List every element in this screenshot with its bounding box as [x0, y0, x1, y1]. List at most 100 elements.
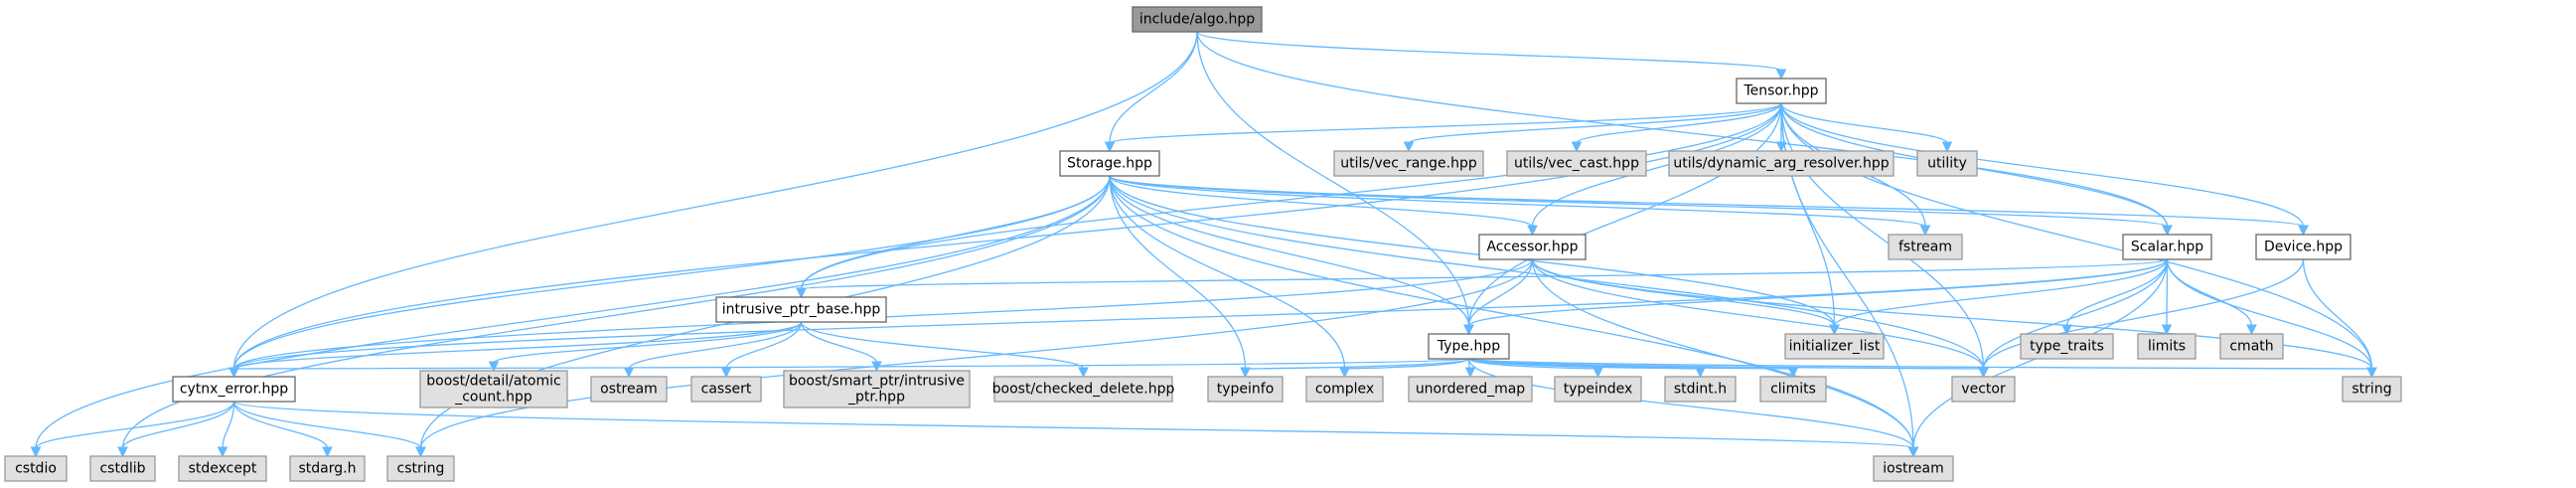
node-box: [993, 376, 1173, 403]
edge-tensor-hpp-to-utils-vec-cast-hpp: [1576, 102, 1782, 144]
node-typeindex[interactable]: typeindex: [1554, 376, 1642, 403]
edge-intrusive-ptr-base-hpp-to-cytnx-error-hpp: [232, 321, 803, 370]
node-box: [1668, 150, 1894, 177]
edge-tensor-hpp-to-device-hpp: [1780, 102, 2305, 228]
edge-cytnx-error-hpp-to-stdarg-h: [232, 401, 329, 449]
arrowhead-icon: [228, 367, 239, 379]
node-label: cmath: [2229, 339, 2273, 355]
node-box: [1759, 376, 1827, 403]
arrowhead-icon: [1775, 69, 1787, 81]
node-utils-vec-range-hpp[interactable]: utils/vec_range.hpp: [1333, 150, 1484, 177]
edge-tensor-hpp-to-intrusive-ptr-base-hpp: [800, 102, 1782, 290]
node-type-hpp[interactable]: Type.hpp: [1428, 333, 1510, 360]
node-tensor-hpp[interactable]: Tensor.hpp: [1736, 78, 1827, 104]
node-cassert[interactable]: cassert: [690, 376, 762, 403]
node-box: [1873, 455, 1954, 482]
edge-scalar-hpp-to-initializer-list: [1833, 258, 2169, 327]
node-boost-detail-atomic-count-hpp[interactable]: boost/detail/atomic_count.hpp: [419, 370, 568, 408]
node-include-algo-hpp[interactable]: include/algo.hpp: [1132, 6, 1263, 33]
node-cstdlib[interactable]: cstdlib: [89, 455, 156, 482]
arrowhead-icon: [1978, 367, 1989, 379]
node-label: utility: [1927, 156, 1967, 172]
arrowhead-icon: [1527, 225, 1538, 237]
node-storage-hpp[interactable]: Storage.hpp: [1059, 150, 1160, 177]
edge-type-hpp-to-typeinfo: [1245, 358, 1470, 370]
node-cstdio[interactable]: cstdio: [4, 455, 68, 482]
node-box: [172, 376, 296, 403]
node-box: [1333, 150, 1484, 177]
node-box: [1916, 150, 1978, 177]
node-stdarg-h[interactable]: stdarg.h: [289, 455, 366, 482]
node-boost-smart-ptr-intrusive-ptr-hpp[interactable]: boost/smart_ptr/intrusive_ptr.hpp: [783, 370, 971, 408]
edge-device-hpp-to-string: [2302, 258, 2373, 370]
node-device-hpp[interactable]: Device.hpp: [2255, 234, 2351, 260]
edge-accessor-hpp-to-vector: [1531, 258, 1985, 370]
arrowhead-icon: [1339, 367, 1350, 379]
edge-include-algo-hpp-to-tensor-hpp: [1196, 31, 1782, 72]
node-label: stdint.h: [1674, 382, 1727, 398]
edge-storage-hpp-to-scalar-hpp: [1109, 175, 2169, 228]
node-label: stdexcept: [189, 461, 257, 477]
arrowhead-icon: [488, 361, 500, 373]
arrowhead-icon: [720, 367, 732, 379]
node-string[interactable]: string: [2342, 376, 2402, 403]
node-vector[interactable]: vector: [1951, 376, 2016, 403]
node-cmath[interactable]: cmath: [2219, 333, 2284, 360]
edge-type-hpp-to-string: [1467, 358, 2372, 370]
node-iostream[interactable]: iostream: [1873, 455, 1954, 482]
node-intrusive-ptr-base-hpp[interactable]: intrusive_ptr_base.hpp: [715, 296, 887, 323]
node-box: [1554, 376, 1642, 403]
node-label: Type.hpp: [1437, 339, 1500, 355]
arrowhead-icon: [1775, 141, 1787, 153]
node-box: [2020, 333, 2114, 360]
node-stdexcept[interactable]: stdexcept: [178, 455, 267, 482]
node-typeinfo[interactable]: typeinfo: [1207, 376, 1284, 403]
edge-type-hpp-to-vector: [1467, 358, 1984, 370]
node-box: [1132, 6, 1263, 33]
node-box: [1408, 376, 1533, 403]
edge-storage-hpp-to-type-hpp: [1109, 175, 1470, 327]
node-label: utils/vec_range.hpp: [1340, 156, 1477, 172]
edge-scalar-hpp-to-limits: [2166, 258, 2169, 327]
node-scalar-hpp[interactable]: Scalar.hpp: [2122, 234, 2212, 260]
node-limits[interactable]: limits: [2137, 333, 2197, 360]
node-climits[interactable]: climits: [1759, 376, 1827, 403]
edge-scalar-hpp-to-string: [2166, 258, 2373, 370]
arrowhead-icon: [30, 446, 42, 458]
edge-scalar-hpp-to-cmath: [2166, 258, 2253, 327]
arrowhead-icon: [117, 446, 128, 458]
node-utility[interactable]: utility: [1916, 150, 1978, 177]
node-label: Storage.hpp: [1067, 156, 1152, 172]
node-box: [2122, 234, 2212, 260]
node-boost-checked-delete-hpp[interactable]: boost/checked_delete.hpp: [992, 376, 1175, 403]
edge-include-algo-hpp-to-type-hpp: [1196, 31, 1470, 327]
node-label: _count.hpp: [454, 390, 532, 406]
node-accessor-hpp[interactable]: Accessor.hpp: [1478, 234, 1587, 260]
node-box: [783, 370, 971, 408]
node-label: boost/smart_ptr/intrusive: [789, 374, 965, 390]
node-ostream[interactable]: ostream: [590, 376, 668, 403]
node-box: [1784, 333, 1885, 360]
node-unordered-map[interactable]: unordered_map: [1408, 376, 1533, 403]
edge-type-hpp-to-complex: [1343, 358, 1470, 370]
node-complex[interactable]: complex: [1305, 376, 1384, 403]
node-box: [2342, 376, 2402, 403]
node-box: [1207, 376, 1284, 403]
arrowhead-icon: [1463, 324, 1474, 336]
node-label: vector: [1961, 382, 2006, 398]
node-label: cassert: [701, 382, 752, 398]
node-initializer-list[interactable]: initializer_list: [1784, 333, 1885, 360]
arrowhead-icon: [1907, 446, 1919, 458]
node-label: stdarg.h: [299, 461, 357, 477]
edge-storage-hpp-to-accessor-hpp: [1109, 175, 1534, 228]
node-fstream[interactable]: fstream: [1888, 234, 1963, 260]
node-cstring[interactable]: cstring: [386, 455, 455, 482]
node-utils-dynamic-arg-resolver-hpp[interactable]: utils/dynamic_arg_resolver.hpp: [1668, 150, 1894, 177]
node-label: complex: [1315, 382, 1374, 398]
node-stdint-h[interactable]: stdint.h: [1664, 376, 1737, 403]
node-label: cstdlib: [99, 461, 145, 477]
node-cytnx-error-hpp[interactable]: cytnx_error.hpp: [172, 376, 296, 403]
edge-storage-hpp-to-cytnx-error-hpp: [232, 175, 1111, 370]
node-utils-vec-cast-hpp[interactable]: utils/vec_cast.hpp: [1506, 150, 1647, 177]
node-type-traits[interactable]: type_traits: [2020, 333, 2114, 360]
